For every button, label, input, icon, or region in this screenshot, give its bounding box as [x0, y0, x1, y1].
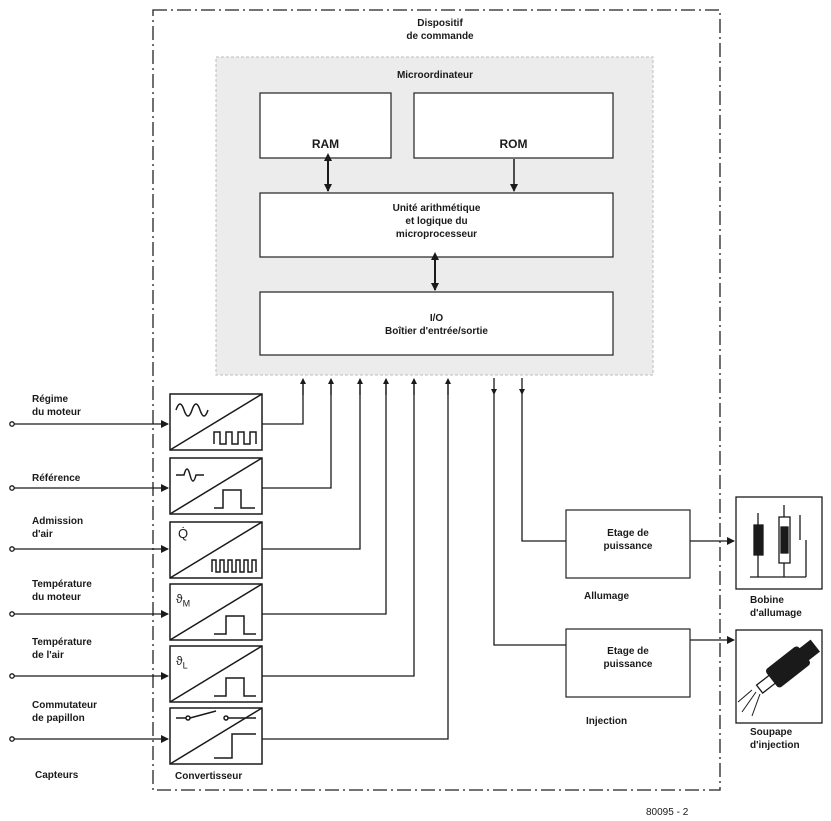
theta-glyph: ϑ — [176, 592, 183, 606]
stage-label-line2: puissance — [603, 659, 653, 670]
io-label: I/O Boîtier d'entrée/sortie — [260, 312, 613, 338]
io-label-line1: I/O — [429, 313, 444, 324]
ignition-coil-icon — [735, 496, 823, 590]
sensor-label-throttle-switch: Commutateur de papillon — [32, 699, 97, 725]
coil-label: Bobine d'allumage — [750, 594, 802, 620]
injection-power-stage — [565, 628, 691, 698]
theta-subscript: L — [182, 660, 188, 671]
figure-code: 80095 - 2 — [646, 807, 689, 818]
ignition-caption: Allumage — [584, 591, 630, 602]
injection-caption: Injection — [586, 716, 628, 727]
microcomputer-title: Microordinateur — [396, 70, 474, 81]
sensor-label-air-intake: Admission d'air — [32, 515, 83, 541]
stage-label-line1: Etage de — [607, 646, 649, 657]
ignition-power-stage — [565, 509, 691, 579]
io-box — [259, 291, 614, 356]
ignition-stage-label: Etage de puissance — [566, 527, 690, 553]
ram-label: RAM — [311, 137, 340, 151]
alu-label-line2: et logique du — [405, 216, 468, 227]
alu-box — [259, 192, 614, 258]
sensor-label-line: Admission — [32, 516, 84, 527]
io-label-line2: Boîtier d'entrée/sortie — [385, 326, 488, 337]
theta-subscript: M — [182, 598, 191, 609]
sensor-label-line: du moteur — [32, 592, 81, 603]
sensor-label-line: Température — [32, 579, 92, 590]
sensor-label-air-temp: Température de l'air — [32, 636, 92, 662]
engine-temp-symbol: ϑM — [176, 593, 190, 610]
stage-label-line2: puissance — [603, 541, 653, 552]
valve-label-line2: d'injection — [750, 740, 800, 751]
coil-label-line1: Bobine — [750, 595, 784, 606]
alu-label-line1: Unité arithmétique — [392, 203, 481, 214]
injection-stage-label: Etage de puissance — [566, 645, 690, 671]
injection-valve-icon — [735, 629, 823, 724]
valve-label-line1: Soupape — [750, 727, 793, 738]
control-unit-boundary — [152, 9, 721, 791]
airflow-symbol: Q̇ — [178, 526, 189, 541]
converter-column — [169, 393, 263, 765]
converter-caption: Convertisseur — [175, 771, 243, 782]
stage-label-line1: Etage de — [607, 528, 649, 539]
valve-label: Soupape d'injection — [750, 726, 800, 752]
ram-box — [259, 92, 392, 159]
control-unit-title-line2: de commande — [406, 31, 474, 42]
sensor-label-line: Commutateur — [32, 700, 98, 711]
sensor-label-engine-temp: Température du moteur — [32, 578, 92, 604]
alu-label: Unité arithmétique et logique du micropr… — [260, 202, 613, 241]
sensors-caption: Capteurs — [35, 770, 79, 781]
sensor-label-line: Température — [32, 637, 92, 648]
sensor-input-lines — [9, 420, 169, 743]
coil-label-line2: d'allumage — [750, 608, 802, 619]
sensor-label-line: de l'air — [32, 650, 64, 661]
rom-label: ROM — [499, 137, 528, 151]
sensor-label-reference: Référence — [32, 472, 80, 485]
io-input-lines — [262, 380, 449, 740]
sensor-label-line: d'air — [32, 529, 53, 540]
rom-box — [413, 92, 614, 159]
io-output-lines — [491, 378, 566, 646]
sensor-label-line: de papillon — [32, 713, 85, 724]
sensor-label-line: Régime — [32, 394, 69, 405]
theta-glyph: ϑ — [176, 654, 183, 668]
control-unit-title-line1: Dispositif — [417, 18, 463, 29]
sensor-label-line: Référence — [32, 473, 81, 484]
air-temp-symbol: ϑL — [176, 655, 188, 672]
sensor-label-line: du moteur — [32, 407, 81, 418]
alu-label-line3: microprocesseur — [395, 229, 478, 240]
io-input-arrows — [300, 378, 451, 395]
control-unit-title: Dispositif de commande — [380, 17, 500, 43]
sensor-label-engine-speed: Régime du moteur — [32, 393, 81, 419]
